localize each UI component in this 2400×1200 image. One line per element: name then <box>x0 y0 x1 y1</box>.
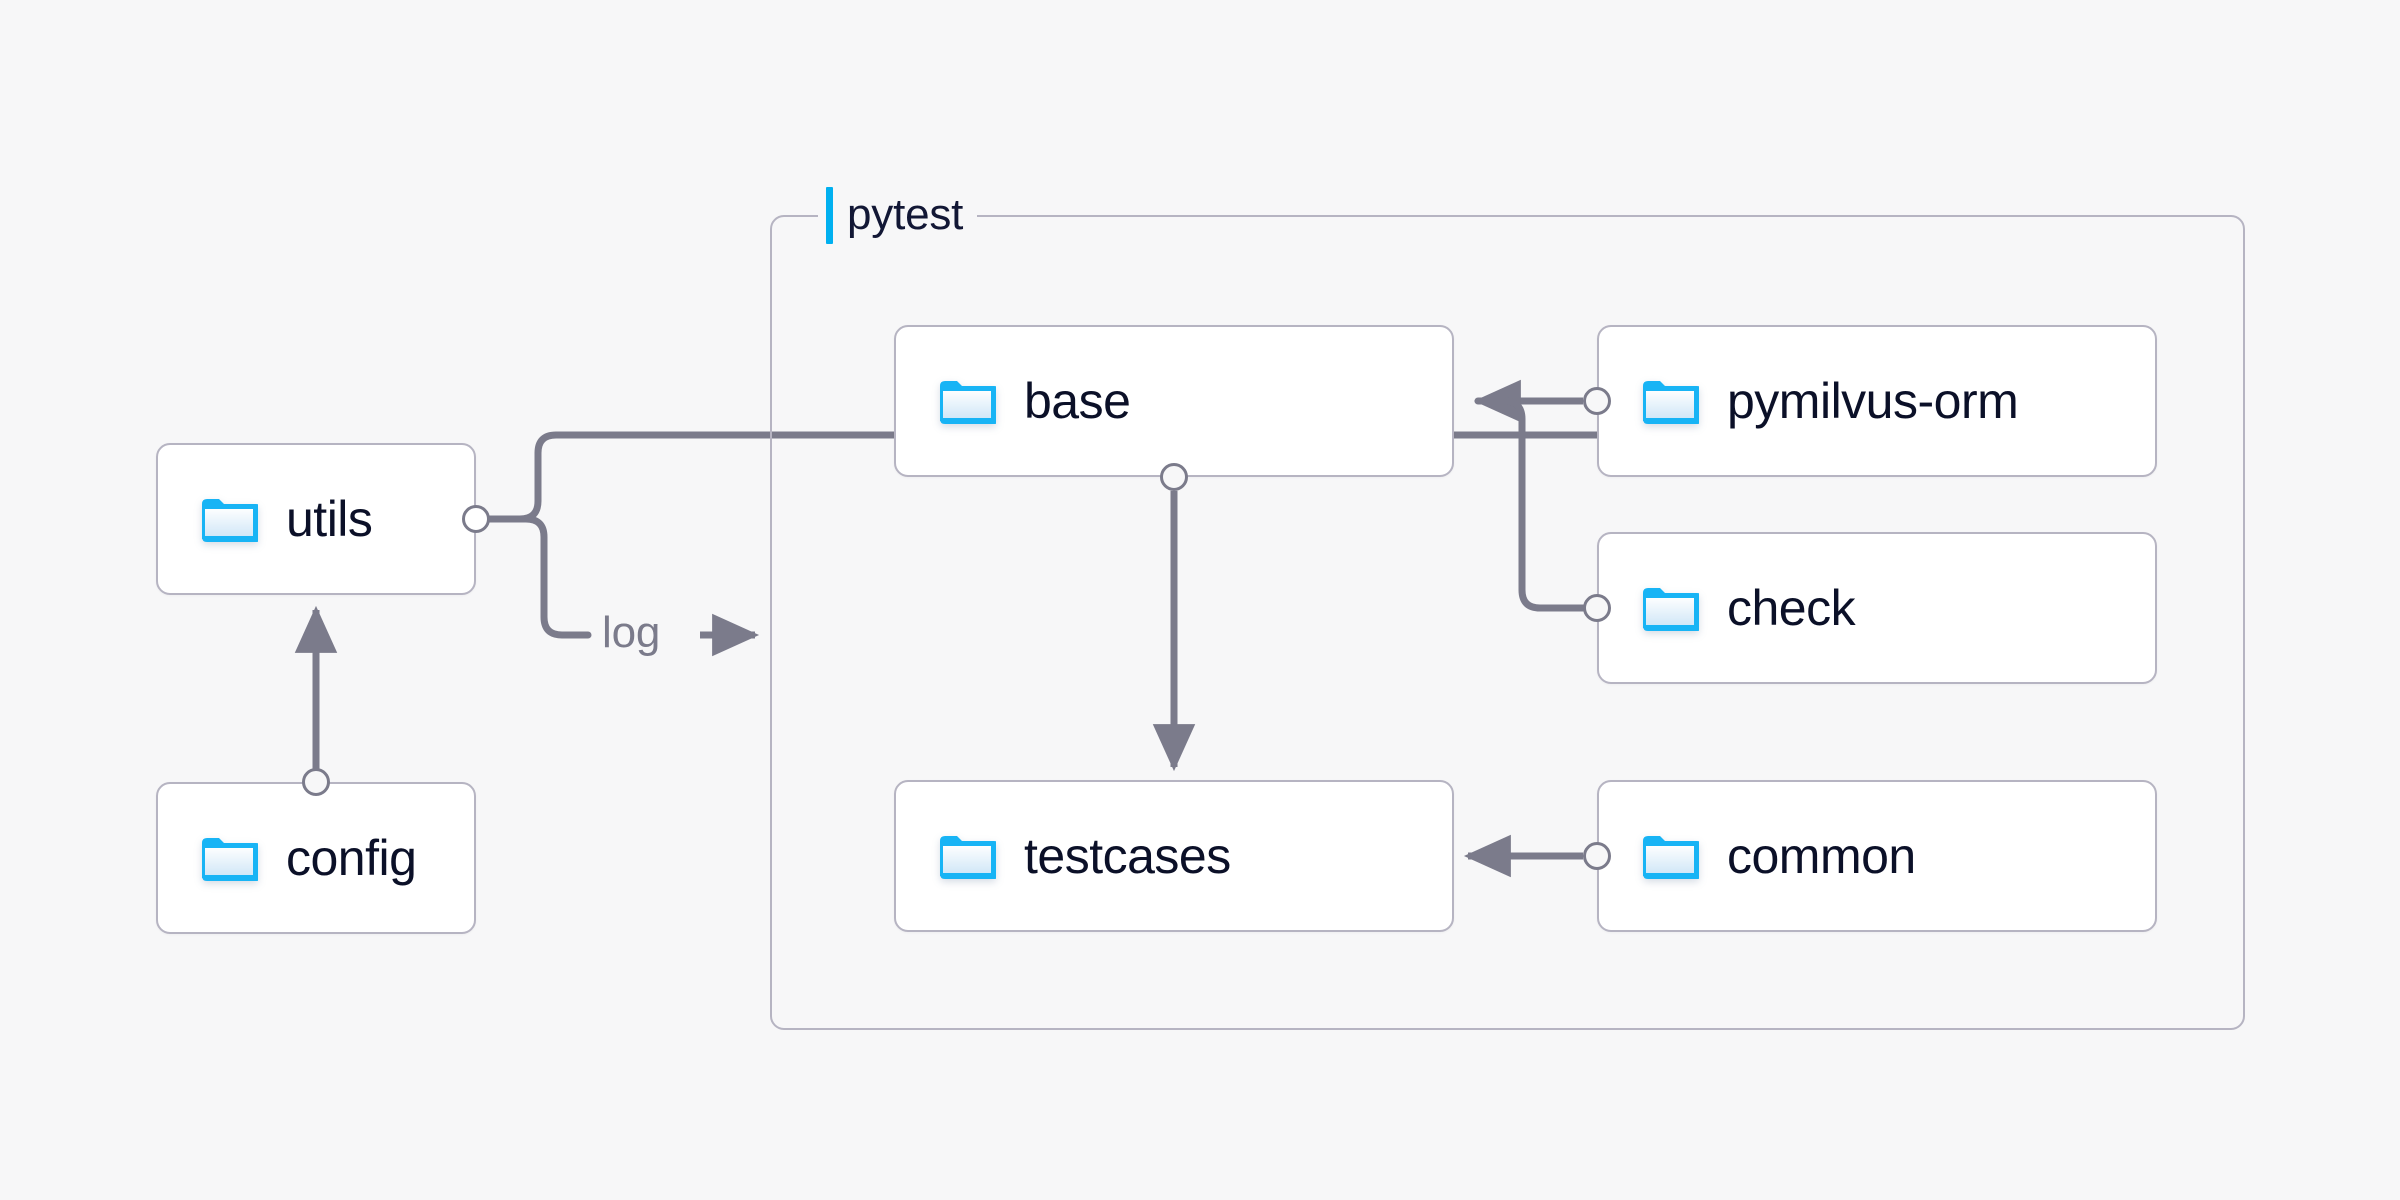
folder-icon <box>1643 588 1699 631</box>
pytest-group-label: pytest <box>818 184 978 246</box>
group-label-text: pytest <box>847 190 964 239</box>
node-label: testcases <box>1024 828 1231 884</box>
node-label: pymilvus-orm <box>1727 373 2019 429</box>
node-common[interactable]: common <box>1597 780 2157 932</box>
group-accent-bar <box>826 186 833 244</box>
folder-icon <box>202 838 258 881</box>
port-pymilvus-orm-left[interactable] <box>1583 387 1611 415</box>
port-utils-right[interactable] <box>462 505 490 533</box>
node-label: base <box>1024 373 1131 429</box>
port-check-left[interactable] <box>1583 594 1611 622</box>
folder-icon <box>202 499 258 542</box>
node-label: config <box>286 830 417 886</box>
node-testcases[interactable]: testcases <box>894 780 1454 932</box>
node-utils[interactable]: utils <box>156 443 476 595</box>
folder-icon <box>1643 836 1699 879</box>
node-label: common <box>1727 828 1916 884</box>
node-base[interactable]: base <box>894 325 1454 477</box>
port-config-top[interactable] <box>302 768 330 796</box>
folder-icon <box>1643 381 1699 424</box>
folder-icon <box>940 836 996 879</box>
node-label: utils <box>286 491 373 547</box>
node-label: check <box>1727 580 1856 636</box>
pytest-group-container[interactable] <box>770 215 2245 1030</box>
node-config[interactable]: config <box>156 782 476 934</box>
port-common-left[interactable] <box>1583 842 1611 870</box>
folder-icon <box>940 381 996 424</box>
node-pymilvus-orm[interactable]: pymilvus-orm <box>1597 325 2157 477</box>
port-base-bottom[interactable] <box>1160 463 1188 491</box>
edge-label-log: log <box>602 608 661 657</box>
node-check[interactable]: check <box>1597 532 2157 684</box>
